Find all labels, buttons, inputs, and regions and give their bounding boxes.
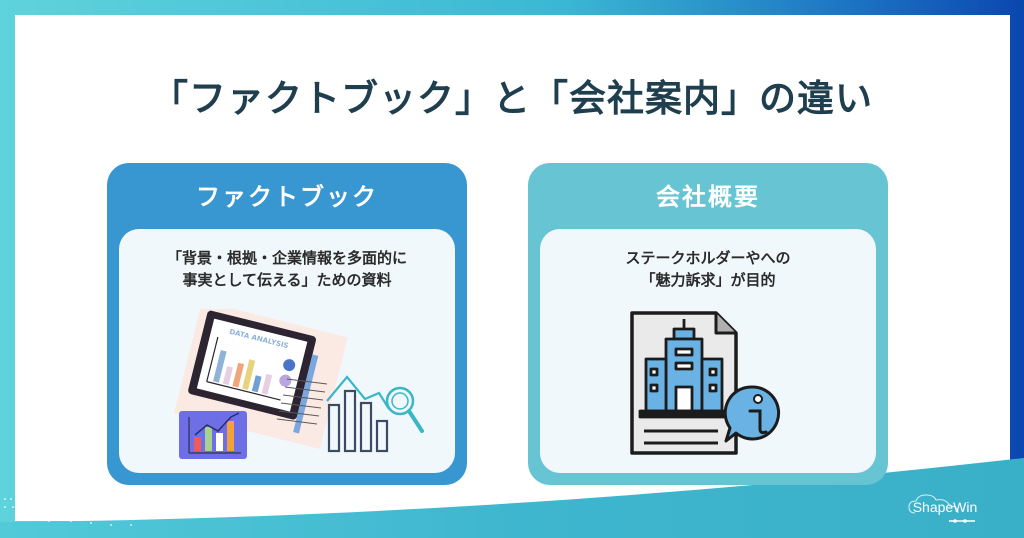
company-overview-description: ステークホルダーやへの 「魅力訴求」が目的 bbox=[540, 247, 876, 291]
company-overview-card-body: ステークホルダーやへの 「魅力訴求」が目的 bbox=[540, 229, 876, 473]
company-building-info-icon bbox=[630, 311, 781, 455]
logo-text: ShapeWin bbox=[912, 499, 978, 515]
factbook-card: ファクトブック 「背景・根拠・企業情報を多面的に 事実として伝える」ための資料 … bbox=[107, 163, 467, 485]
factbook-heading: ファクトブック bbox=[196, 183, 378, 211]
page-title: 「ファクトブック」と「会社案内」の違い bbox=[151, 77, 873, 120]
company-overview-description-line1: ステークホルダーやへの bbox=[625, 249, 791, 267]
data-analysis-icon: DATA ANALYSIS bbox=[174, 309, 424, 459]
shapewin-logo: ShapeWin bbox=[905, 493, 985, 525]
factbook-card-body: 「背景・根拠・企業情報を多面的に 事実として伝える」ための資料 DATA ANA… bbox=[119, 229, 455, 473]
company-overview-heading: 会社概要 bbox=[656, 183, 760, 211]
cloud-icon bbox=[908, 494, 975, 523]
company-overview-description-line2: 「魅力訴求」が目的 bbox=[640, 271, 776, 289]
factbook-description-line2: 事実として伝える」ための資料 bbox=[182, 271, 392, 289]
company-overview-card: 会社概要 ステークホルダーやへの 「魅力訴求」が目的 bbox=[528, 163, 888, 485]
factbook-description: 「背景・根拠・企業情報を多面的に 事実として伝える」ための資料 bbox=[119, 247, 455, 291]
factbook-description-line1: 「背景・根拠・企業情報を多面的に bbox=[166, 249, 407, 267]
